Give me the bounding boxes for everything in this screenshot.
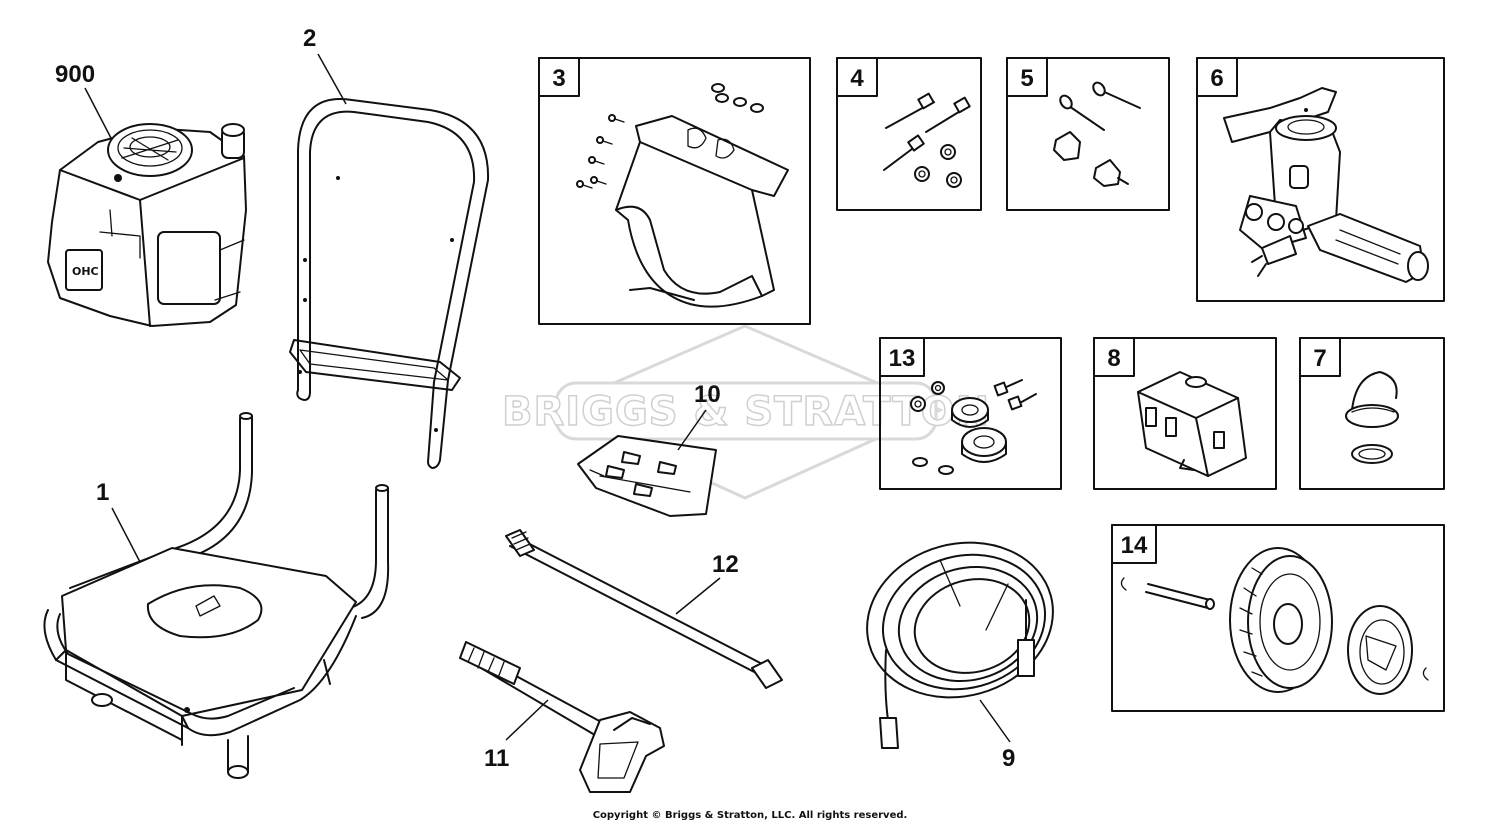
box-8-frame — [1093, 337, 1277, 490]
box-6-number: 6 — [1210, 65, 1223, 92]
watermark-text: BRIGGS & STRATTON — [502, 389, 990, 435]
box-6-frame — [1196, 57, 1445, 302]
bolts-5-illustration[interactable] — [1053, 80, 1141, 187]
callout-900: 900 — [55, 61, 95, 88]
pump-illustration[interactable] — [1223, 87, 1429, 283]
callout-9: 9 — [1002, 745, 1015, 772]
svg-text:OHC: OHC — [72, 265, 99, 278]
bracket-illustration[interactable] — [576, 83, 789, 308]
box-4-number: 4 — [850, 65, 864, 92]
copyright-notice: Copyright © Briggs & Stratton, LLC. All … — [593, 810, 908, 821]
box-3-frame — [538, 57, 811, 325]
wheel-illustration[interactable] — [1120, 547, 1429, 695]
feet-illustration[interactable] — [910, 379, 1037, 475]
base-frame-illustration[interactable] — [43, 412, 390, 779]
box-7-number: 7 — [1313, 345, 1326, 372]
box-3-number: 3 — [552, 65, 565, 92]
callout-1: 1 — [96, 479, 109, 506]
box-14-number: 14 — [1121, 532, 1148, 559]
bolts-4-illustration[interactable] — [883, 92, 971, 188]
box-4-frame — [836, 57, 982, 211]
cap-illustration[interactable] — [1345, 371, 1399, 464]
spray-gun-illustration[interactable] — [459, 641, 665, 793]
box-14-frame — [1111, 524, 1445, 712]
callout-2: 2 — [303, 25, 316, 52]
callout-12: 12 — [712, 551, 739, 578]
box-13-frame — [879, 337, 1062, 490]
watermark-logo: BRIGGS & STRATTON — [501, 324, 990, 500]
box-7-frame — [1299, 337, 1445, 490]
callout-11: 11 — [484, 745, 509, 772]
callout-10: 10 — [694, 381, 721, 408]
engine-illustration[interactable]: OHC — [47, 123, 247, 327]
box-8-number: 8 — [1107, 345, 1120, 372]
fuel-tank-illustration[interactable] — [1137, 371, 1247, 477]
hose-illustration[interactable] — [850, 522, 1071, 749]
box-13-number: 13 — [889, 345, 916, 372]
nozzle-pack-illustration[interactable] — [577, 435, 717, 517]
box-5-number: 5 — [1020, 65, 1033, 92]
handle-frame-illustration[interactable] — [289, 98, 490, 469]
wand-illustration[interactable] — [505, 529, 783, 689]
box-5-frame — [1006, 57, 1170, 211]
